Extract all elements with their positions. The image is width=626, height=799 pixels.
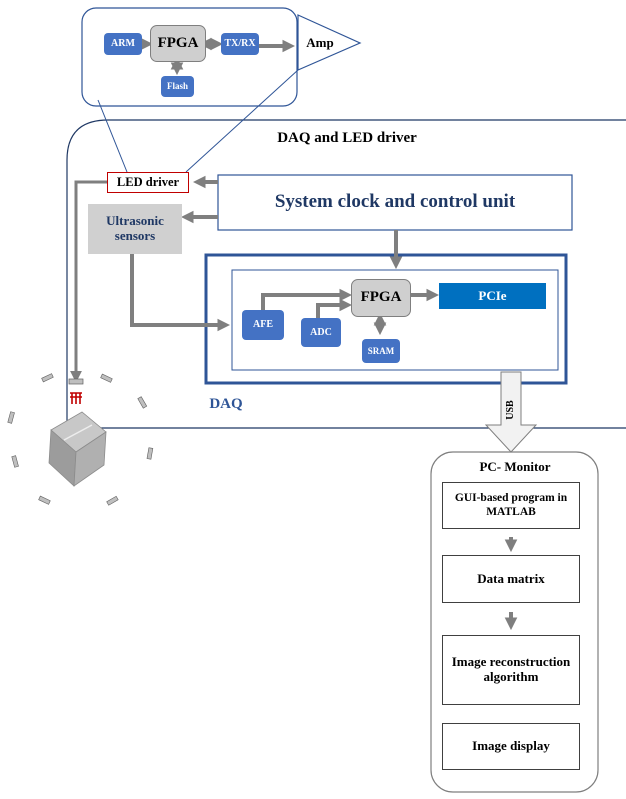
- pc-monitor-title: PC- Monitor: [479, 458, 551, 474]
- led-emitter-icon: [68, 378, 84, 404]
- transducer-icon: [146, 447, 154, 460]
- daq-fpga-box: FPGA: [351, 279, 411, 317]
- amp-triangle: [297, 14, 362, 71]
- daq-board-title: DAQ and LED driver: [277, 130, 417, 147]
- daq-label: DAQ: [209, 396, 243, 413]
- daq-board-frame: [66, 119, 626, 429]
- image-display-box: Image display: [442, 723, 580, 770]
- gui-program-box: GUI-based program in MATLAB: [442, 482, 580, 529]
- phantom-cube-icon: [48, 411, 107, 487]
- arrow-sensors-afe: [130, 254, 231, 332]
- pcie-box: PCIe: [439, 283, 546, 309]
- transducer-icon: [38, 495, 51, 505]
- transducer-icon: [100, 373, 113, 383]
- arrow-adc-fpga: [316, 298, 353, 318]
- led-driver-box: LED driver: [107, 172, 189, 193]
- data-matrix-box: Data matrix: [442, 555, 580, 603]
- system-clock-box: [217, 174, 573, 231]
- amp-label: Amp: [306, 34, 334, 50]
- image-reconstruction-box: Image reconstruction algorithm: [442, 635, 580, 705]
- txrx-box: TX/RX: [221, 33, 259, 55]
- adc-box: ADC: [301, 318, 341, 347]
- ultrasonic-sensors-box: Ultrasonic sensors: [88, 204, 182, 254]
- transducer-icon: [41, 373, 54, 383]
- system-clock-label: System clock and control unit: [274, 191, 516, 213]
- transducer-icon: [11, 455, 19, 468]
- inset-connector-right: [185, 69, 299, 173]
- afe-box: AFE: [242, 310, 284, 340]
- arrow-led-strip: [70, 180, 107, 383]
- flash-box: Flash: [161, 76, 194, 97]
- transducer-icon: [106, 495, 119, 506]
- transducer-ring: [7, 373, 154, 506]
- arm-box: ARM: [104, 33, 142, 55]
- transducer-icon: [7, 411, 15, 424]
- transducer-icon: [137, 396, 148, 409]
- usb-arrow: [484, 371, 538, 453]
- usb-label: USB: [505, 400, 517, 420]
- inset-connector-left: [97, 99, 128, 173]
- inset-fpga-box: FPGA: [150, 25, 206, 62]
- sram-box: SRAM: [362, 339, 400, 363]
- arrow-afe-fpga: [261, 288, 353, 310]
